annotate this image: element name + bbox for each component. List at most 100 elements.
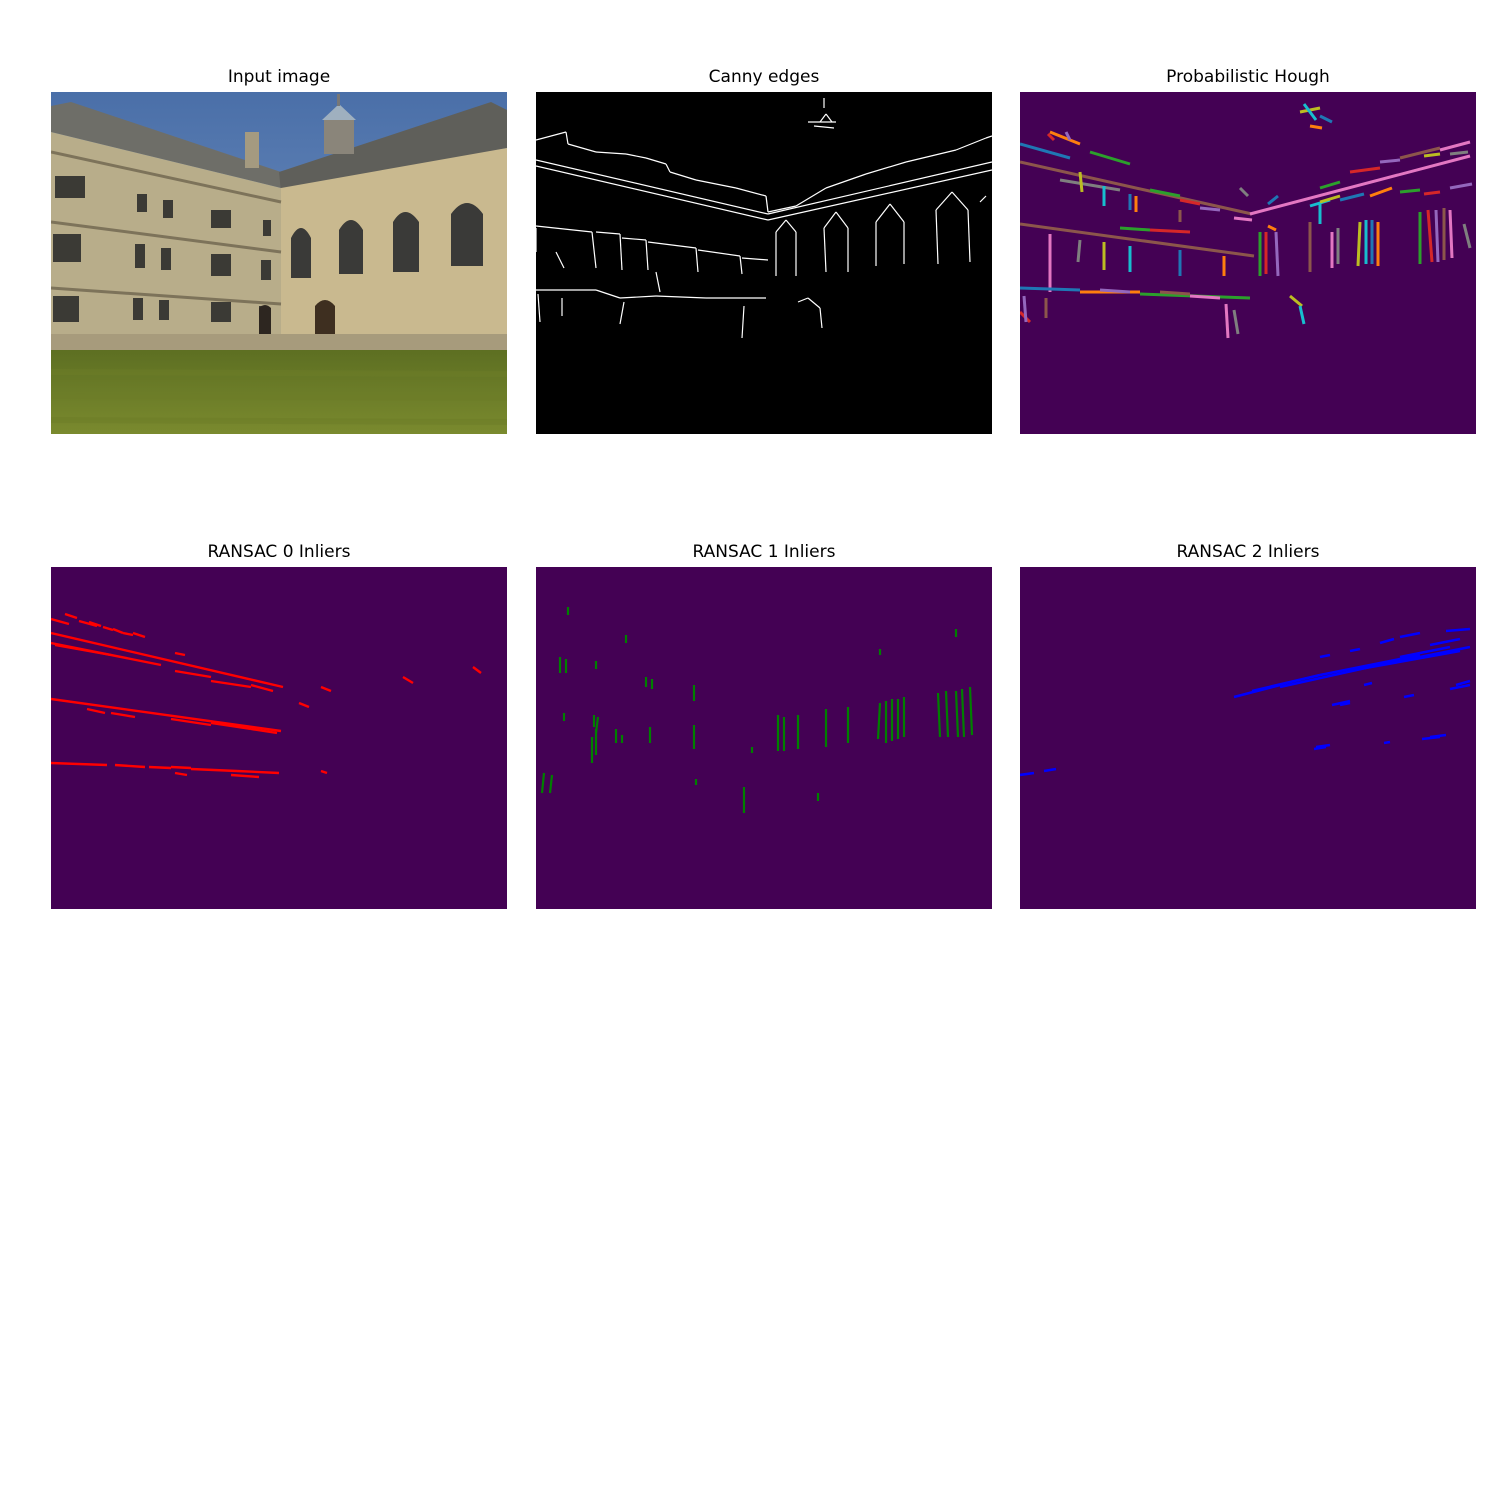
edge-segment [536,159,769,215]
inlier-segment [1349,647,1361,653]
hough-segment [1319,180,1341,190]
hough-segment [1149,188,1181,198]
edge-segment [625,153,647,159]
edge-segment [645,157,667,165]
hough-segment [1349,166,1381,174]
hough-segment [1434,209,1440,263]
inlier-segment [51,617,70,626]
edge-segment [767,205,797,213]
hough-segment [1319,194,1341,204]
edge-segment [595,289,621,299]
inlier-segment [112,627,124,635]
inlier-segment [1251,673,1321,693]
edge-segment [807,297,821,309]
panel-title: RANSAC 0 Inliers [207,542,351,562]
panel-title: Probabilistic Hough [1166,67,1330,87]
edge-segment [595,231,621,235]
edge-segment [967,209,971,263]
inlier-segment [1313,745,1327,751]
edge-segment [697,249,741,257]
inlier-segment [1043,767,1057,773]
edge-segment [619,295,657,299]
edge-segment [979,195,987,203]
edge-segment [536,131,567,141]
inlier-segment [210,679,252,689]
hough-segment [1149,228,1191,234]
hough-segment [1356,221,1362,267]
edge-segment [647,241,697,249]
edge-segment [823,227,827,273]
edge-segment [775,219,787,233]
inlier-segment [936,692,942,738]
inlier-segment [1455,679,1471,687]
hough-segment [1309,124,1323,130]
inlier-segment [1399,645,1451,659]
edge-segment [765,195,769,213]
inlier-segment [132,631,146,639]
inlier-segment [1383,740,1391,745]
edge-segment [825,113,833,123]
hough-segment [1449,150,1469,156]
inlier-segment [944,690,950,738]
hough-segment [1233,216,1253,222]
inlier-segment [548,774,554,794]
edge-segment [825,173,867,189]
edge-segment [823,211,837,229]
inlier-segment [54,643,112,657]
edge-segment [835,211,849,229]
inlier-segment [472,666,482,674]
inlier-segment [114,763,146,769]
edge-segment [741,305,745,339]
edge-segment [619,301,625,325]
inlier-segment [210,721,252,731]
hough-lines-image [1020,92,1476,434]
edge-segment [797,297,809,303]
inlier-segment [1399,631,1421,639]
edge-segment [655,271,661,293]
hough-segment [1267,224,1277,232]
inlier-segment [88,620,102,628]
hough-segment [1449,182,1473,190]
inlier-segment [250,727,278,735]
hough-segment [1369,186,1393,198]
edge-segment [935,191,953,211]
inlier-segment [122,631,134,637]
edge-segment [819,113,827,123]
edge-segment [819,307,823,329]
inlier-segment [174,651,186,657]
hough-segment [1076,239,1082,263]
inlier-segment [876,702,882,740]
inlier-segment [1319,653,1421,677]
edge-segment [889,203,905,223]
hough-segment [1238,186,1250,198]
hough-segment [1274,231,1280,277]
hough-segment [1078,171,1084,193]
hough-segment [1020,222,1255,258]
hough-segment [1020,160,1253,216]
panel-title: RANSAC 1 Inliers [692,542,836,562]
inlier-segment [174,669,212,679]
edge-segment [795,187,827,207]
edge-segment [875,203,891,223]
edge-segment [955,137,987,151]
hough-segment [1022,295,1028,323]
inlier-segment [78,619,98,628]
inlier-segment [110,711,136,719]
hough-segment [1046,132,1056,142]
inlier-segment [1429,733,1447,739]
inlier-segment [298,701,310,709]
inlier-segment [1315,743,1331,749]
hough-segment [1020,142,1071,160]
panel-title: RANSAC 2 Inliers [1176,542,1320,562]
edge-segment [813,125,835,129]
inlier-segment [64,612,78,620]
canny-edges-image [536,92,992,434]
inlier-segment [320,685,332,693]
edge-segment [767,169,992,221]
edge-segment [591,231,597,269]
inlier-segment [954,690,960,738]
inlier-segment [1020,771,1035,777]
edge-segment [555,251,565,269]
inlier-segment [1429,637,1461,647]
edge-segment [567,143,597,153]
